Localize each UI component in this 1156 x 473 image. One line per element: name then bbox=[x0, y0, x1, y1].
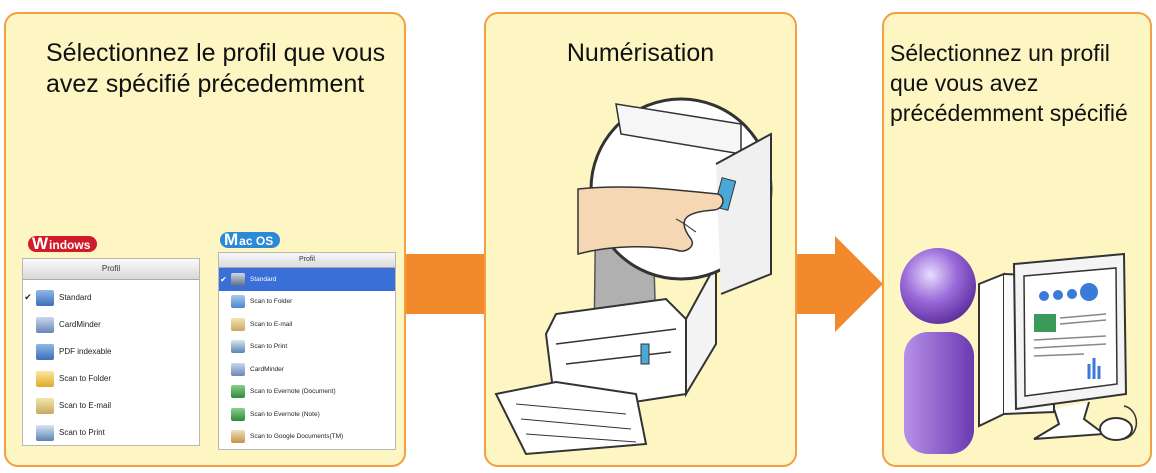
flow-arrow-1 bbox=[406, 254, 484, 314]
select-profile-panel: Sélectionnez le profil que vous avez spé… bbox=[4, 12, 406, 467]
windows-profile-item[interactable]: ✔ Standard bbox=[23, 284, 199, 311]
mac-os-badge: Mac OS bbox=[220, 230, 281, 249]
windows-profile-item-label: PDF indexable bbox=[59, 347, 112, 356]
windows-profile-item-label: CardMinder bbox=[59, 320, 101, 329]
mac-profile-item-label: Scan to Evernote (Document) bbox=[250, 388, 336, 396]
google-documents-icon bbox=[231, 430, 245, 444]
windows-profile-item[interactable]: PDF indexable bbox=[23, 338, 199, 365]
windows-badge-rest: indows bbox=[49, 238, 91, 252]
mac-profile-item[interactable]: Scan to Evernote (Document) bbox=[219, 381, 395, 404]
windows-profile-item[interactable]: Scan to Folder bbox=[23, 365, 199, 392]
mac-profile-item[interactable]: Scan to Print bbox=[219, 336, 395, 359]
user-computer-illustration bbox=[900, 248, 1138, 454]
panel-title-select-profile-result: Sélectionnez un profil que vous avez pré… bbox=[890, 40, 1128, 126]
mac-profile-item[interactable]: Scan to E-mail bbox=[219, 313, 395, 336]
scanner-icon bbox=[231, 272, 245, 286]
panel-title-scanning: Numérisation bbox=[566, 39, 715, 67]
windows-badge: Windows bbox=[28, 234, 98, 253]
check-mark-icon: ✔ bbox=[220, 274, 227, 284]
folder-icon bbox=[36, 370, 54, 387]
mac-profile-item-label: Scan to Print bbox=[250, 343, 288, 351]
windows-profile-item-label: Standard bbox=[59, 293, 92, 302]
printer-icon bbox=[36, 424, 54, 441]
windows-badge-initial: W bbox=[32, 234, 49, 253]
mac-profile-item-label: Scan to E-mail bbox=[250, 320, 293, 328]
mac-profile-item-label: CardMinder bbox=[250, 365, 284, 373]
scanner-illustration bbox=[494, 97, 773, 456]
evernote-icon bbox=[231, 385, 245, 399]
card-minder-icon bbox=[36, 316, 54, 333]
scanner-icon bbox=[36, 289, 54, 306]
mac-profile-item[interactable]: Scan to Folder bbox=[219, 291, 395, 314]
mac-profile-header: Profil bbox=[219, 253, 395, 268]
mac-profile-item[interactable]: Scan to Google Documents(TM) bbox=[219, 426, 395, 449]
mac-badge-rest: ac OS bbox=[239, 234, 274, 248]
scanning-panel: Numérisation bbox=[484, 12, 797, 467]
panel-title-select-profile: Sélectionnez le profil que vous avez spé… bbox=[46, 39, 386, 98]
flow-arrow-2 bbox=[797, 236, 883, 332]
printer-icon bbox=[231, 340, 245, 354]
mac-profile-window: Profil ✔ Standard Scan to Folder Scan to … bbox=[218, 252, 396, 450]
select-profile-result-panel: Sélectionnez un profil que vous avez pré… bbox=[882, 12, 1152, 467]
mac-profile-item[interactable]: CardMinder bbox=[219, 358, 395, 381]
windows-profile-item[interactable]: Scan to E-mail bbox=[23, 392, 199, 419]
email-icon bbox=[36, 397, 54, 414]
windows-profile-window: Profil ✔ Standard CardMinder PDF indexabl… bbox=[22, 258, 200, 446]
evernote-note-icon bbox=[231, 407, 245, 421]
mac-profile-item-label: Scan to Evernote (Note) bbox=[250, 410, 320, 418]
windows-profile-item[interactable]: CardMinder bbox=[23, 311, 199, 338]
windows-profile-item[interactable]: Scan to Print bbox=[23, 419, 199, 445]
email-icon bbox=[231, 317, 245, 331]
mac-profile-item-label: Standard bbox=[250, 275, 277, 283]
pdf-scanner-icon bbox=[36, 343, 54, 360]
windows-profile-item-label: Scan to E-mail bbox=[59, 401, 112, 410]
mac-profile-item-label: Scan to Folder bbox=[250, 298, 293, 306]
windows-profile-item-label: Scan to Folder bbox=[59, 374, 112, 383]
mac-badge-initial: M bbox=[224, 230, 239, 249]
mac-profile-item[interactable]: Scan to Evernote (Note) bbox=[219, 403, 395, 426]
mac-profile-item-selected[interactable]: ✔ Standard bbox=[219, 268, 395, 291]
check-mark-icon: ✔ bbox=[24, 292, 32, 302]
folder-icon bbox=[231, 295, 245, 309]
windows-profile-header: Profil bbox=[23, 259, 199, 280]
card-minder-icon bbox=[231, 362, 245, 376]
windows-profile-item-label: Scan to Print bbox=[59, 428, 105, 437]
mac-profile-item-label: Scan to Google Documents(TM) bbox=[250, 433, 344, 441]
